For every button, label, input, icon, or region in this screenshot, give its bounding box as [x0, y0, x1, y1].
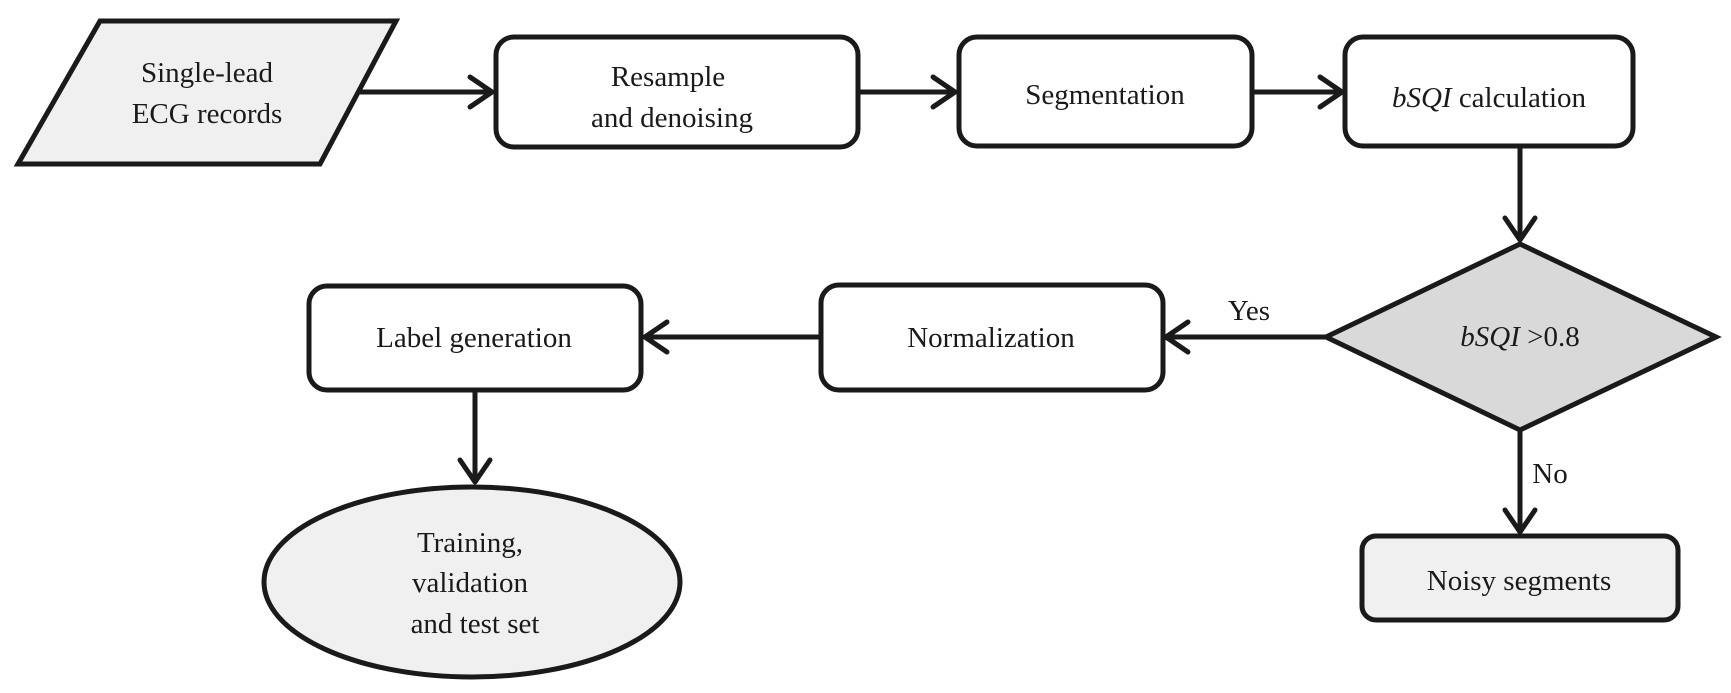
node-normalization-label: Normalization [907, 322, 1075, 354]
rounded-rectangle-shape [306, 283, 644, 393]
node-resample-denoising: Resample and denoising [493, 34, 861, 150]
edge-bsqi-to-decision [1502, 146, 1538, 243]
arrow-head [457, 457, 493, 485]
arrow-head [1502, 507, 1538, 535]
node-segmentation-label: Segmentation [1025, 79, 1185, 111]
edge-label-yes: Yes [1228, 295, 1270, 327]
edge-label-no: No [1532, 458, 1567, 490]
node-input-line1: Single-lead [141, 57, 274, 89]
rounded-rectangle-shape [1359, 533, 1681, 623]
edge-decision-no-to-noisy [1502, 430, 1538, 535]
arrow-head [1502, 215, 1538, 243]
node-resample-line2: and denoising [591, 102, 753, 134]
node-input-ecg-records: Single-lead ECG records [13, 18, 401, 167]
node-normalization: Normalization [818, 282, 1166, 393]
bsqi-italic-term: bSQI [1460, 321, 1521, 353]
node-output-line1: Training, [417, 527, 523, 559]
arrow-head [1317, 74, 1345, 110]
node-noisy-segments: Noisy segments [1359, 533, 1681, 623]
node-decision-label: bSQI >0.8 [1460, 321, 1579, 353]
node-resample-line1: Resample [611, 61, 725, 93]
edge-segmentation-to-bsqi [1252, 74, 1345, 110]
ellipse-shape [261, 484, 683, 680]
arrow-head [467, 74, 495, 110]
node-input-line2: ECG records [132, 98, 283, 130]
rounded-rectangle-shape [956, 34, 1255, 149]
node-output-line3: and test set [411, 608, 540, 640]
arrow-head [642, 319, 670, 355]
node-bsqi-calculation: bSQI calculation [1342, 34, 1636, 149]
bsqi-italic-term: bSQI [1392, 82, 1453, 114]
arrow-head [1163, 319, 1191, 355]
rounded-rectangle-shape [818, 282, 1166, 393]
rounded-rectangle-shape [1342, 34, 1636, 149]
node-label-gen-label: Label generation [376, 322, 572, 354]
edge-normalization-to-label-gen [642, 319, 821, 355]
node-output-dataset: Training, validation and test set [261, 484, 683, 680]
node-noisy-label: Noisy segments [1427, 565, 1611, 597]
edge-resample-to-segmentation [858, 74, 958, 110]
bsqi-calc-rest: calculation [1452, 82, 1587, 114]
edge-decision-yes-to-normalization [1163, 319, 1325, 355]
rounded-rectangle-shape [493, 34, 861, 150]
node-decision-bsqi-threshold: bSQI >0.8 [1320, 241, 1722, 433]
node-output-line2: validation [412, 567, 528, 599]
edge-input-to-resample [360, 74, 495, 110]
edge-label-gen-to-output [457, 390, 493, 485]
node-bsqi-calc-label: bSQI calculation [1392, 82, 1587, 114]
arrow-head [930, 74, 958, 110]
parallelogram-shape [13, 18, 401, 167]
node-label-generation: Label generation [306, 283, 644, 393]
node-segmentation: Segmentation [956, 34, 1255, 149]
decision-threshold: >0.8 [1520, 321, 1580, 353]
diamond-shape [1320, 241, 1722, 433]
